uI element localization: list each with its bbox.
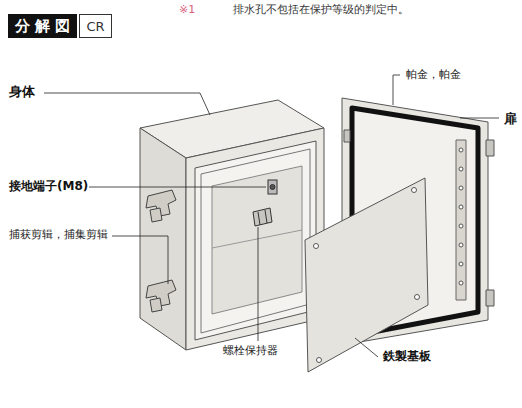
ground-terminal — [268, 180, 277, 194]
part-label: 捕获剪辑，捕集剪辑 — [8, 228, 109, 241]
rail-hole — [459, 243, 463, 247]
part-label: 扉 — [503, 111, 518, 127]
part-label: 接地端子(M8) — [8, 179, 89, 193]
bolt-holder — [253, 208, 272, 226]
rail-hole — [459, 148, 463, 152]
rail-hole — [459, 167, 463, 171]
enclosure-body — [140, 100, 324, 350]
rail-hole — [459, 262, 463, 266]
part-label: 身体 — [8, 84, 36, 100]
note-mark: ※1 — [178, 3, 196, 16]
rail-hole — [459, 224, 463, 228]
catch-clip — [146, 190, 176, 312]
part-label: 鉄製基板 — [382, 349, 432, 363]
base-plate — [305, 178, 428, 372]
rail-hole — [459, 281, 463, 285]
part-label: 帕金，帕金 — [405, 68, 462, 81]
rail-hole — [459, 205, 463, 209]
note-text: 排水孔不包括在保护等级的判定中。 — [232, 3, 410, 16]
rail-hole — [459, 186, 463, 190]
series-code-box: CR — [79, 14, 111, 38]
title-box: 分 解 図 — [8, 14, 77, 38]
part-label: 螺栓保持器 — [222, 344, 279, 357]
title-text: 分 解 図 — [15, 17, 70, 35]
code-text: CR — [86, 19, 104, 34]
leader-line — [44, 75, 499, 357]
